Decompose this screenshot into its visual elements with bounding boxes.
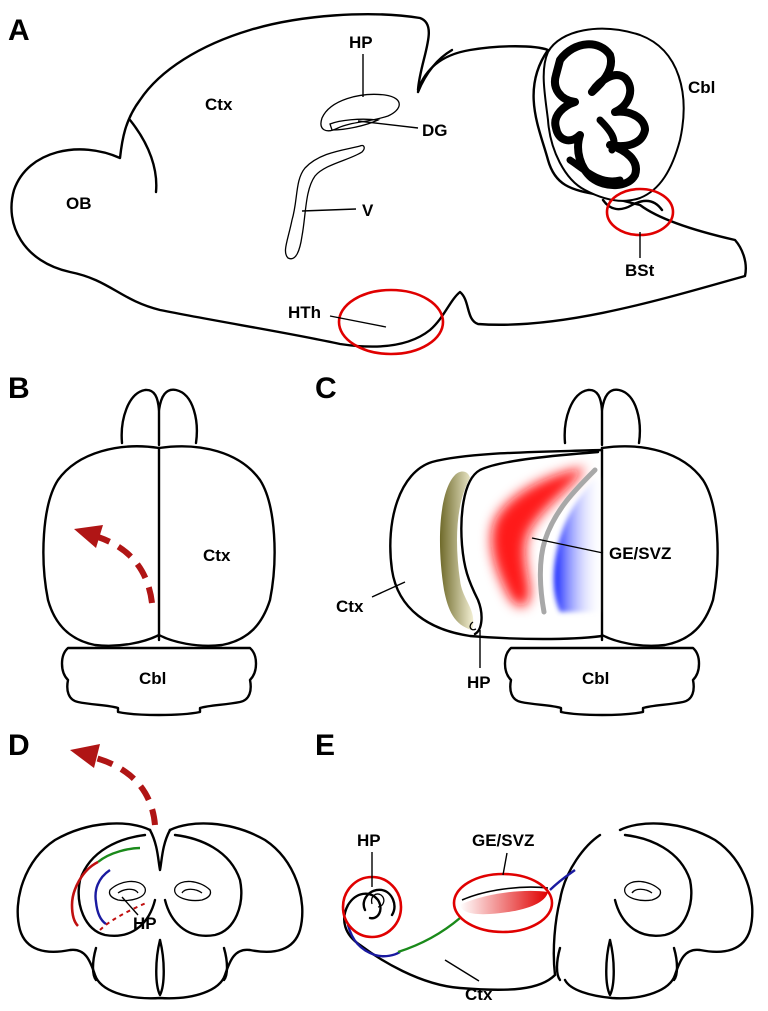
label-ctx-c: Ctx [336,597,364,616]
cerebellum-foliage [544,29,684,201]
migration-arrowhead-b [74,525,103,548]
label-hp-d: HP [133,914,157,933]
label-cbl-a: Cbl [688,78,715,97]
label-cbl-b: Cbl [139,669,166,688]
ge-band-e [460,891,548,914]
migration-arrow-b [98,537,152,603]
label-ob-a: OB [66,194,92,213]
panel-a: A HP Ctx DG OB V C [8,14,746,354]
hippocampus-right-e [625,881,661,900]
svz-region-c [554,478,603,612]
hippocampus-left-d [109,881,145,900]
panel-b-letter: B [8,372,30,405]
hemisphere-left-b [43,446,159,645]
label-dg-a: DG [422,121,448,140]
hippocampus-inner-left-d [118,889,138,893]
label-v-a: V [362,201,374,220]
ventral-midline-e [606,940,614,995]
label-ctx-e: Ctx [465,985,493,1004]
migration-arrow-d [96,758,155,825]
panel-e-letter: E [315,729,335,762]
coronal-outline-d [18,823,303,998]
ctx-leader-e [445,960,479,981]
hippocampus-region-c [440,472,473,630]
label-bst-a: BSt [625,261,655,280]
ventricle-shape [285,145,364,258]
migration-arrowhead-d [70,744,100,768]
panel-d: D HP [8,729,302,998]
hippocampus-inner-right-e [632,889,652,893]
label-gesvz-e: GE/SVZ [472,831,534,850]
panel-c-letter: C [315,372,337,405]
cortex-boundary-blue-d [96,870,110,924]
label-ctx-a: Ctx [205,95,233,114]
hippocampus-shape [321,94,399,130]
midline-top-e [560,835,600,900]
label-gesvz-c: GE/SVZ [609,544,671,563]
ventral-midline-d [156,940,164,995]
label-hp-a: HP [349,33,373,52]
gesvz-leader-e [503,853,507,875]
panel-a-letter: A [8,14,30,47]
ventral-left-e [557,948,560,980]
v-leader-a [302,209,356,211]
panel-d-letter: D [8,729,30,762]
panel-c: C GE/SVZ Ctx HP Cbl [315,372,718,715]
unfolded-sheet-e [344,894,560,990]
label-hp-e: HP [357,831,381,850]
sheet-boundary-green-e [398,918,460,952]
label-hp-c: HP [467,673,491,692]
label-ctx-b: Ctx [203,546,231,565]
hippocampus-right-d [175,881,211,900]
panel-b: B Ctx Cbl [8,372,275,715]
ob-notch [130,120,156,192]
panel-e: E HP GE/SVZ Ctx [315,729,752,1004]
label-cbl-c: Cbl [582,669,609,688]
hippocampus-inner-right-d [182,889,202,893]
coronal-right-e [565,823,752,998]
label-hth-a: HTh [288,303,321,322]
midline-top-d [150,830,170,870]
